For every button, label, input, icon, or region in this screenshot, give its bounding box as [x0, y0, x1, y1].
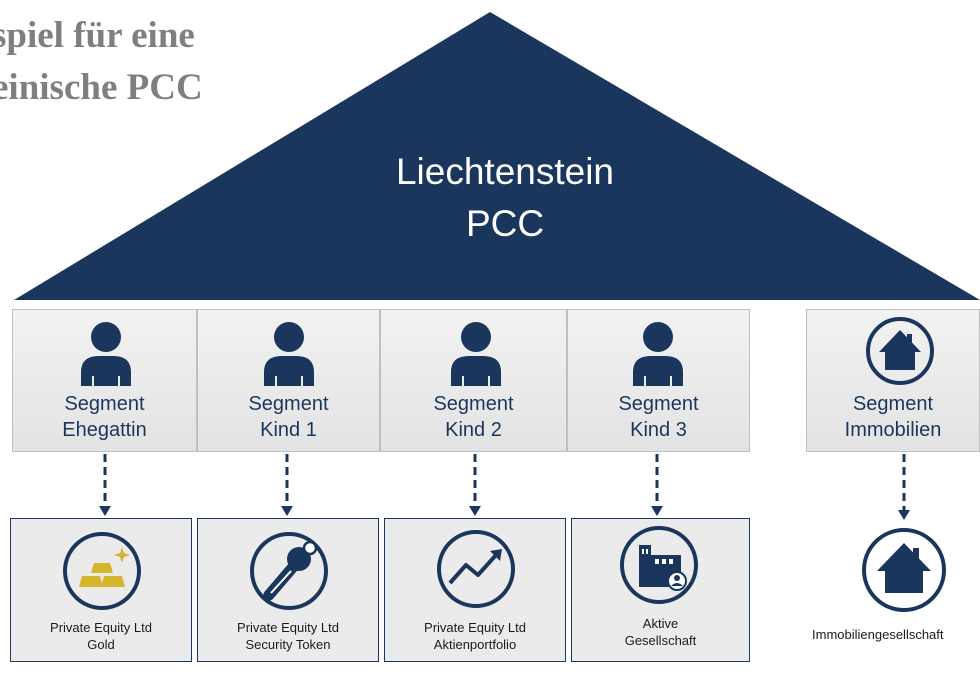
segment-immobilien: Segment Immobilien [806, 309, 980, 452]
slide-title-line2: einische PCC [0, 67, 203, 108]
segment-kind3-line2: Kind 3 [630, 419, 687, 441]
person-icon [451, 322, 501, 386]
arrowhead-ehegattin [99, 506, 111, 516]
arrowhead-kind3 [651, 506, 663, 516]
person-icon [264, 322, 314, 386]
segment-kind3-line1: Segment [618, 393, 699, 415]
segment-kind2-line2: Kind 2 [445, 419, 502, 441]
arrowhead-immobilien [898, 510, 910, 520]
segment-kind1-line2: Kind 1 [260, 419, 317, 441]
pcc-label: Liechtenstein PCC [340, 146, 670, 250]
arrowhead-kind2 [469, 506, 481, 516]
segment-kind3: Segment Kind 3 [567, 309, 750, 452]
person-icon [81, 322, 131, 386]
trend-up-icon [437, 530, 515, 608]
entity-security-token: Private Equity Ltd Security Token [197, 518, 379, 662]
segment-kind2: Segment Kind 2 [380, 309, 567, 452]
pcc-roof [14, 12, 980, 300]
gold-bars-icon [63, 532, 141, 610]
segment-immobilien-line1: Segment [852, 393, 934, 415]
house-icon [866, 317, 934, 385]
entity-gold: Private Equity Ltd Gold [10, 518, 192, 662]
entity-gold-line2: Gold [87, 637, 115, 652]
pcc-label-line1: Liechtenstein [395, 151, 615, 192]
entity-aktive-gesellschaft: Aktive Gesellschaft [571, 518, 750, 662]
key-icon [250, 532, 328, 610]
segment-ehegattin: Segment Ehegattin [12, 309, 197, 452]
segment-kind1-line1: Segment [248, 393, 329, 415]
person-icon [633, 322, 683, 386]
entity-aktienportfolio-line1: Private Equity Ltd [424, 620, 526, 635]
pcc-label-line2: PCC [465, 203, 545, 244]
segment-ehegattin-line2: Ehegattin [62, 419, 147, 441]
entity-security-token-line1: Private Equity Ltd [237, 620, 339, 635]
entity-aktienportfolio: Private Equity Ltd Aktienportfolio [384, 518, 566, 662]
slide-title-line1: spiel für eine [0, 15, 195, 56]
entity-immobiliengesellschaft-label: Immobiliengesellschaft [812, 627, 944, 642]
entity-aktive-gesellschaft-line1: Aktive [642, 616, 679, 631]
entity-gold-line1: Private Equity Ltd [50, 620, 152, 635]
segment-immobilien-line2: Immobilien [844, 419, 942, 441]
segment-ehegattin-line1: Segment [64, 393, 145, 415]
arrowhead-kind1 [281, 506, 293, 516]
entity-aktienportfolio-line2: Aktienportfolio [433, 637, 517, 652]
segment-kind2-line1: Segment [433, 393, 514, 415]
entity-security-token-line2: Security Token [245, 637, 331, 652]
entity-aktive-gesellschaft-line2: Gesellschaft [624, 633, 697, 648]
office-building-icon [620, 526, 698, 604]
slide-title: spiel für eine einische PCC [0, 10, 292, 114]
segment-kind1: Segment Kind 1 [197, 309, 380, 452]
house-icon [862, 528, 946, 612]
